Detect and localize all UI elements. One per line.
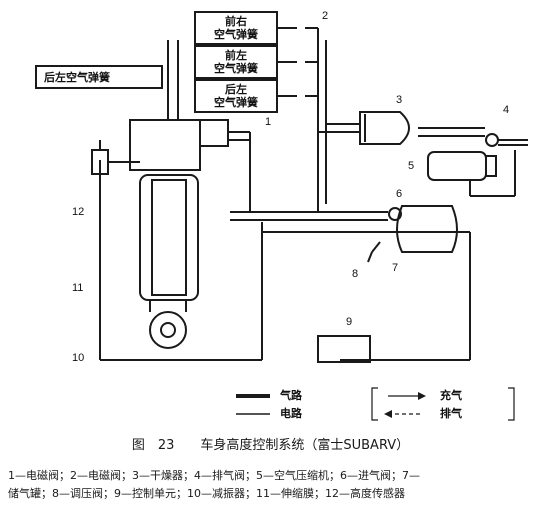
air-tank [396,205,458,253]
callout-12: 12 [72,206,85,218]
front-right-line1: 前右 [225,15,247,28]
compressor [427,151,487,181]
strut-top [129,119,201,171]
front-right-line2: 空气弹簧 [214,28,258,41]
callout-11: 11 [72,282,84,294]
callout-9: 9 [346,316,353,328]
callout-1: 1 [265,116,272,128]
callout-3: 3 [396,94,403,106]
figure-title: 车身高度控制系统（富士SUBARV） [200,438,410,453]
front-left-line1: 前左 [225,49,247,62]
callout-6: 6 [396,188,403,200]
intake-valve [388,207,402,221]
rear-left-line2: 空气弹簧 [214,96,258,109]
parts-list-line-2: 储气罐；8—调压阀；9—控制单元；10—减振器；11—伸缩膜；12—高度传感器 [8,487,405,500]
rear-left-top-box [35,65,163,89]
parts-list-line-1: 1—电磁阀；2—电磁阀；3—干燥器；4—排气阀；5—空气压缩机；6—进气阀；7— [8,469,420,482]
system-diagram [35,11,528,421]
damper [149,311,187,349]
legend-charge-label: 充气 [440,389,462,402]
rear-left-line1: 后左 [225,83,247,96]
front-left-line2: 空气弹簧 [214,62,258,75]
callout-2: 2 [322,10,329,22]
figure-number: 图 23 [131,438,175,453]
solenoid-valve-1 [199,119,229,147]
legend-electric-line-label: 电路 [280,407,302,420]
rear-left-top-label: 后左空气弹簧 [44,71,110,84]
callout-5: 5 [408,160,415,172]
callout-10: 10 [72,352,85,364]
control-unit [317,335,371,363]
exhaust-valve [485,133,499,147]
strut-inner [151,179,187,296]
front-right-spring-label: 前右 空气弹簧 [197,15,275,41]
legend-air-line-label: 气路 [280,389,302,402]
strut-air-bag [139,174,199,301]
callout-7: 7 [392,262,399,274]
callout-8: 8 [352,268,359,280]
legend-exhaust-label: 排气 [440,407,462,420]
front-left-spring-label: 前左 空气弹簧 [197,49,275,75]
dryer [359,111,410,145]
rear-left-spring-label: 后左 空气弹簧 [197,83,275,109]
callout-4: 4 [503,104,510,116]
figure-caption: 图 23 车身高度控制系统（富士SUBARV） [0,434,541,453]
